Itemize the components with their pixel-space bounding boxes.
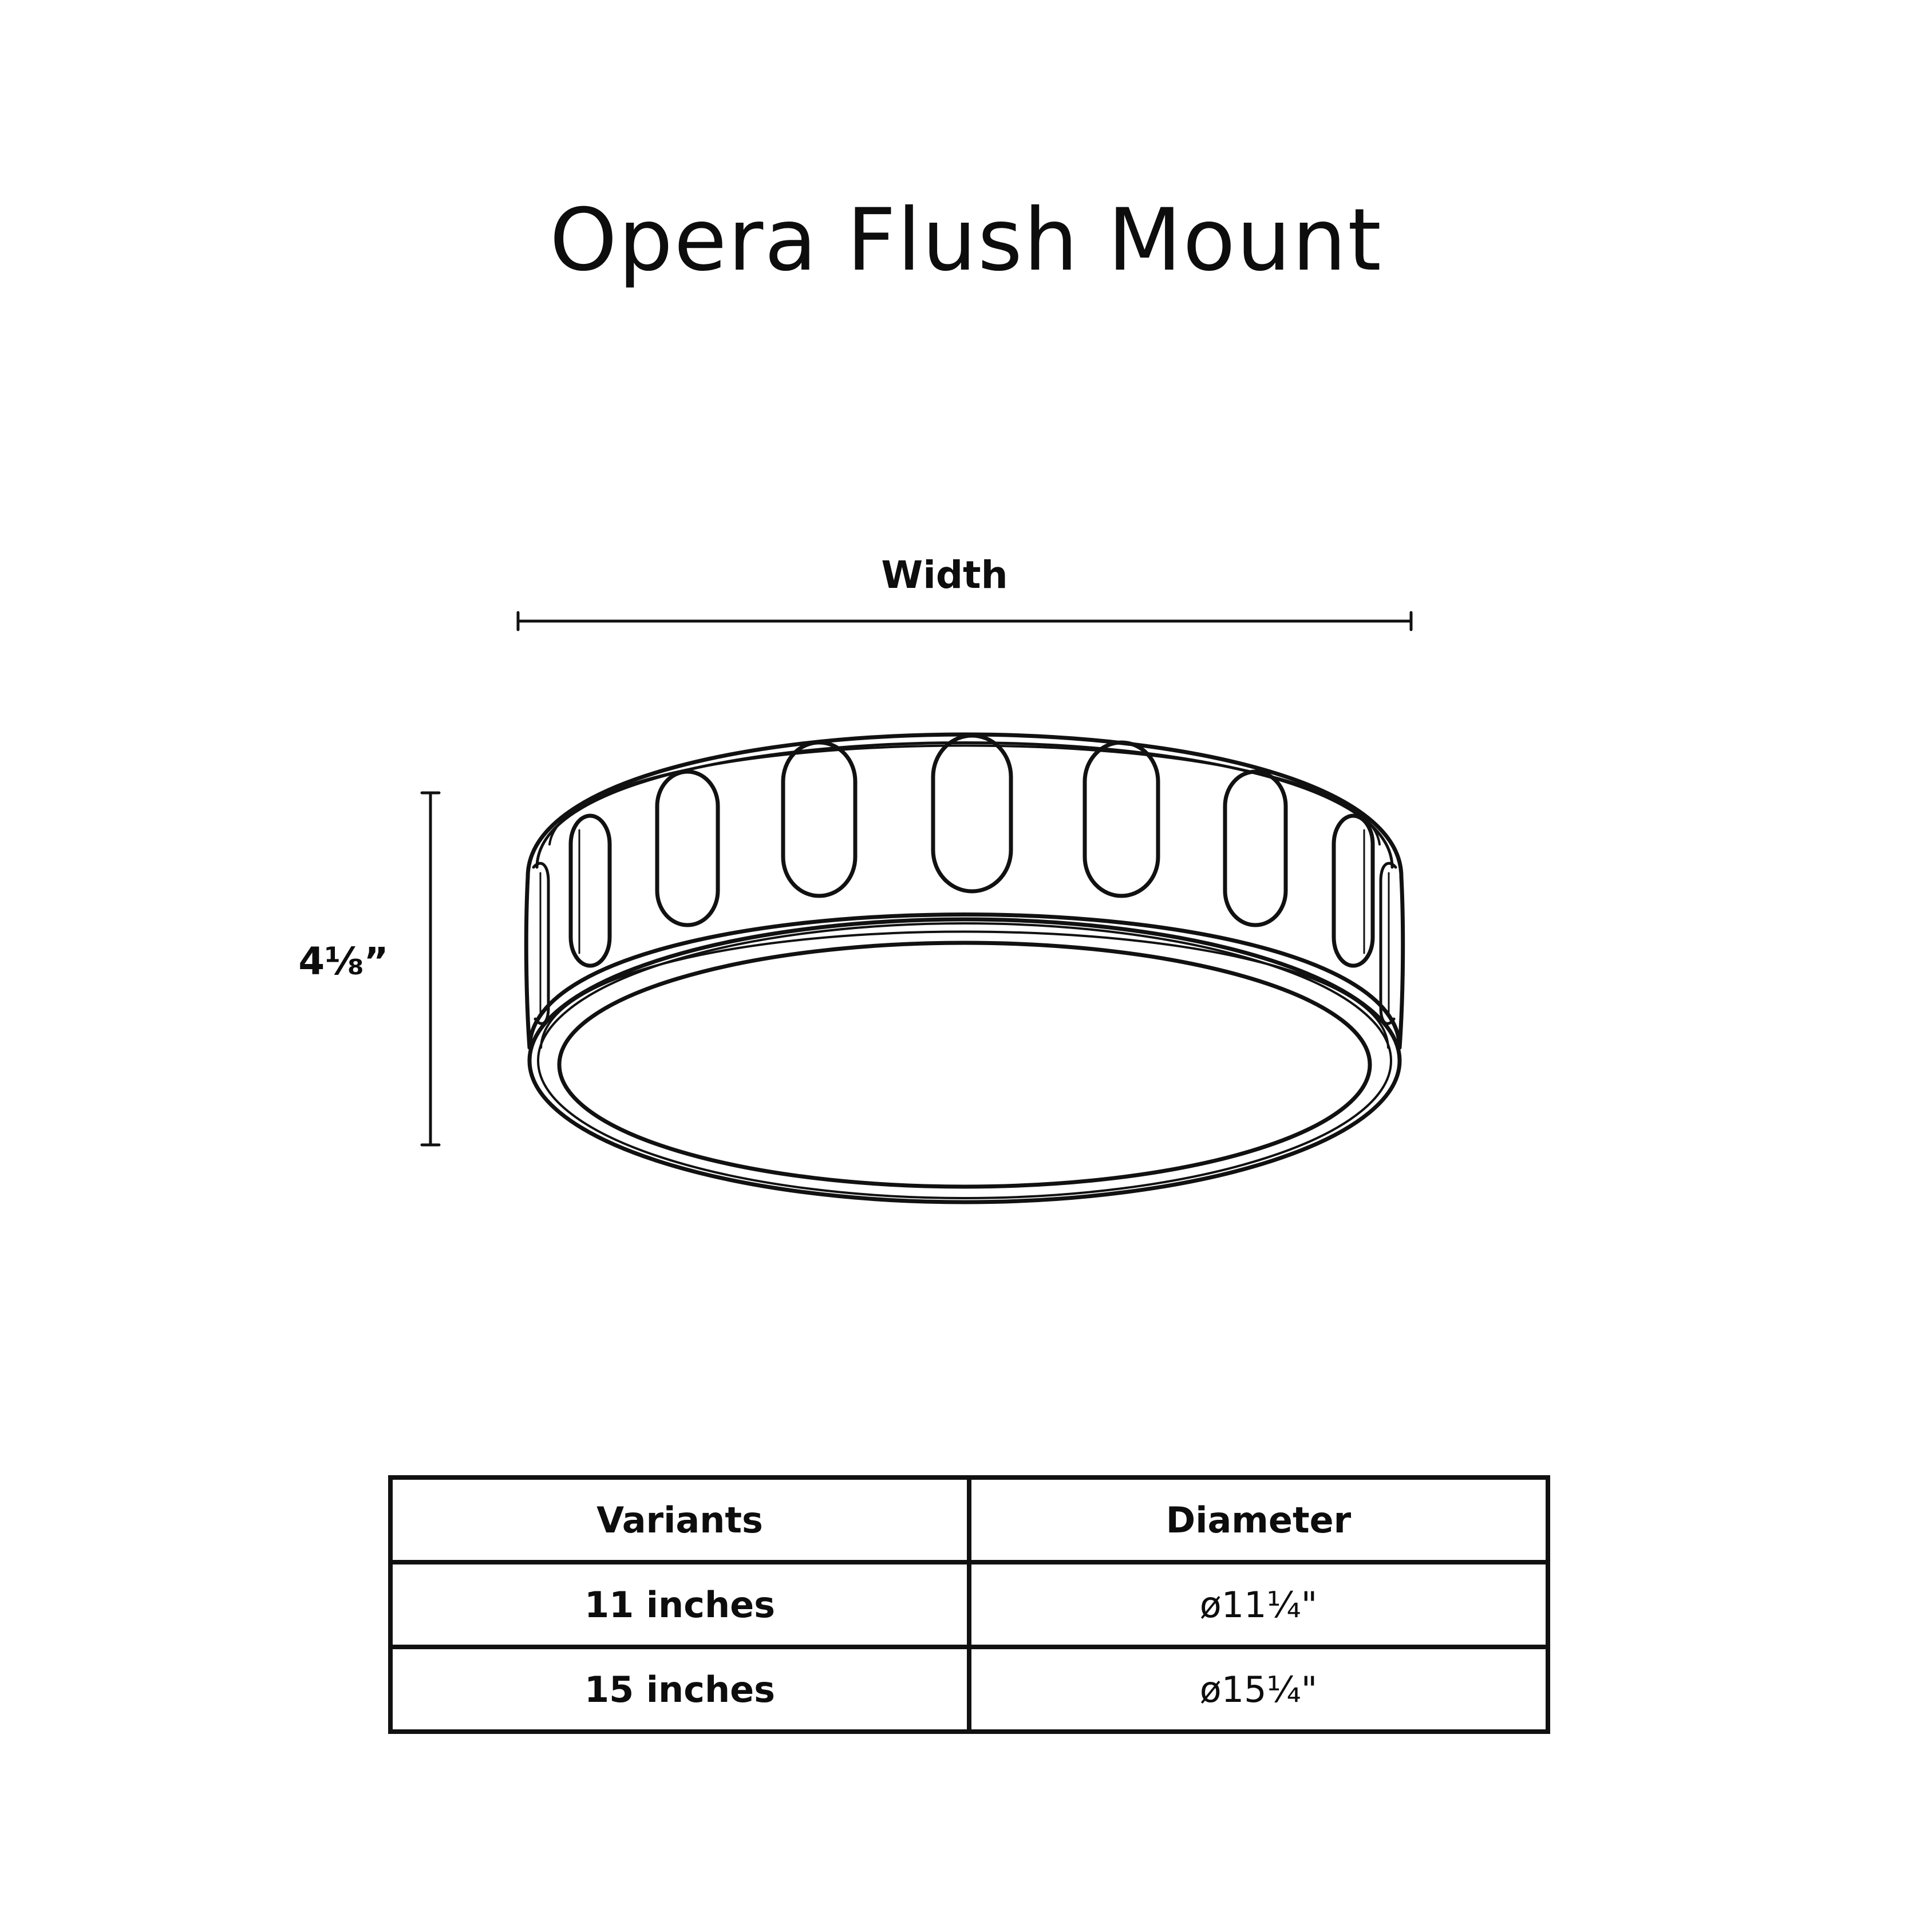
fixture-bottom-outer-ring xyxy=(527,917,1402,1204)
height-dimension-label: 4⅛” xyxy=(298,939,389,983)
table-row: 15 inches ø15¼" xyxy=(388,1645,1550,1734)
column-header-diameter: Diameter xyxy=(967,1475,1550,1564)
height-dimension-line xyxy=(420,791,441,1147)
column-header-variants: Variants xyxy=(388,1475,971,1564)
edge-slot-right xyxy=(1379,862,1397,1025)
window-cutouts xyxy=(568,733,1375,968)
window-cutout xyxy=(781,740,858,898)
table-header-row: Variants Diameter xyxy=(388,1475,1550,1564)
width-dimension-label: Width xyxy=(881,553,1008,597)
window-cutout xyxy=(1082,740,1160,898)
variant-cell: 11 inches xyxy=(388,1560,971,1649)
window-cutout xyxy=(568,813,612,968)
variant-cell: 15 inches xyxy=(388,1645,971,1734)
width-dimension-line xyxy=(516,611,1413,631)
diameter-cell: ø11¼" xyxy=(967,1560,1550,1649)
window-cutout xyxy=(655,769,720,927)
fixture-diffuser xyxy=(557,941,1372,1189)
variants-table: Variants Diameter 11 inches ø11¼" 15 inc… xyxy=(388,1475,1550,1734)
edge-slot-left xyxy=(532,862,550,1025)
table-row: 11 inches ø11¼" xyxy=(388,1560,1550,1649)
fixture-bottom-band xyxy=(527,912,1402,1050)
page-title: Opera Flush Mount xyxy=(550,191,1382,290)
window-cutout xyxy=(1332,813,1375,968)
diameter-cell: ø15¼" xyxy=(967,1645,1550,1734)
fixture-side-walls xyxy=(524,875,1405,1050)
window-cutout xyxy=(1223,769,1288,927)
window-cutout xyxy=(931,733,1013,894)
